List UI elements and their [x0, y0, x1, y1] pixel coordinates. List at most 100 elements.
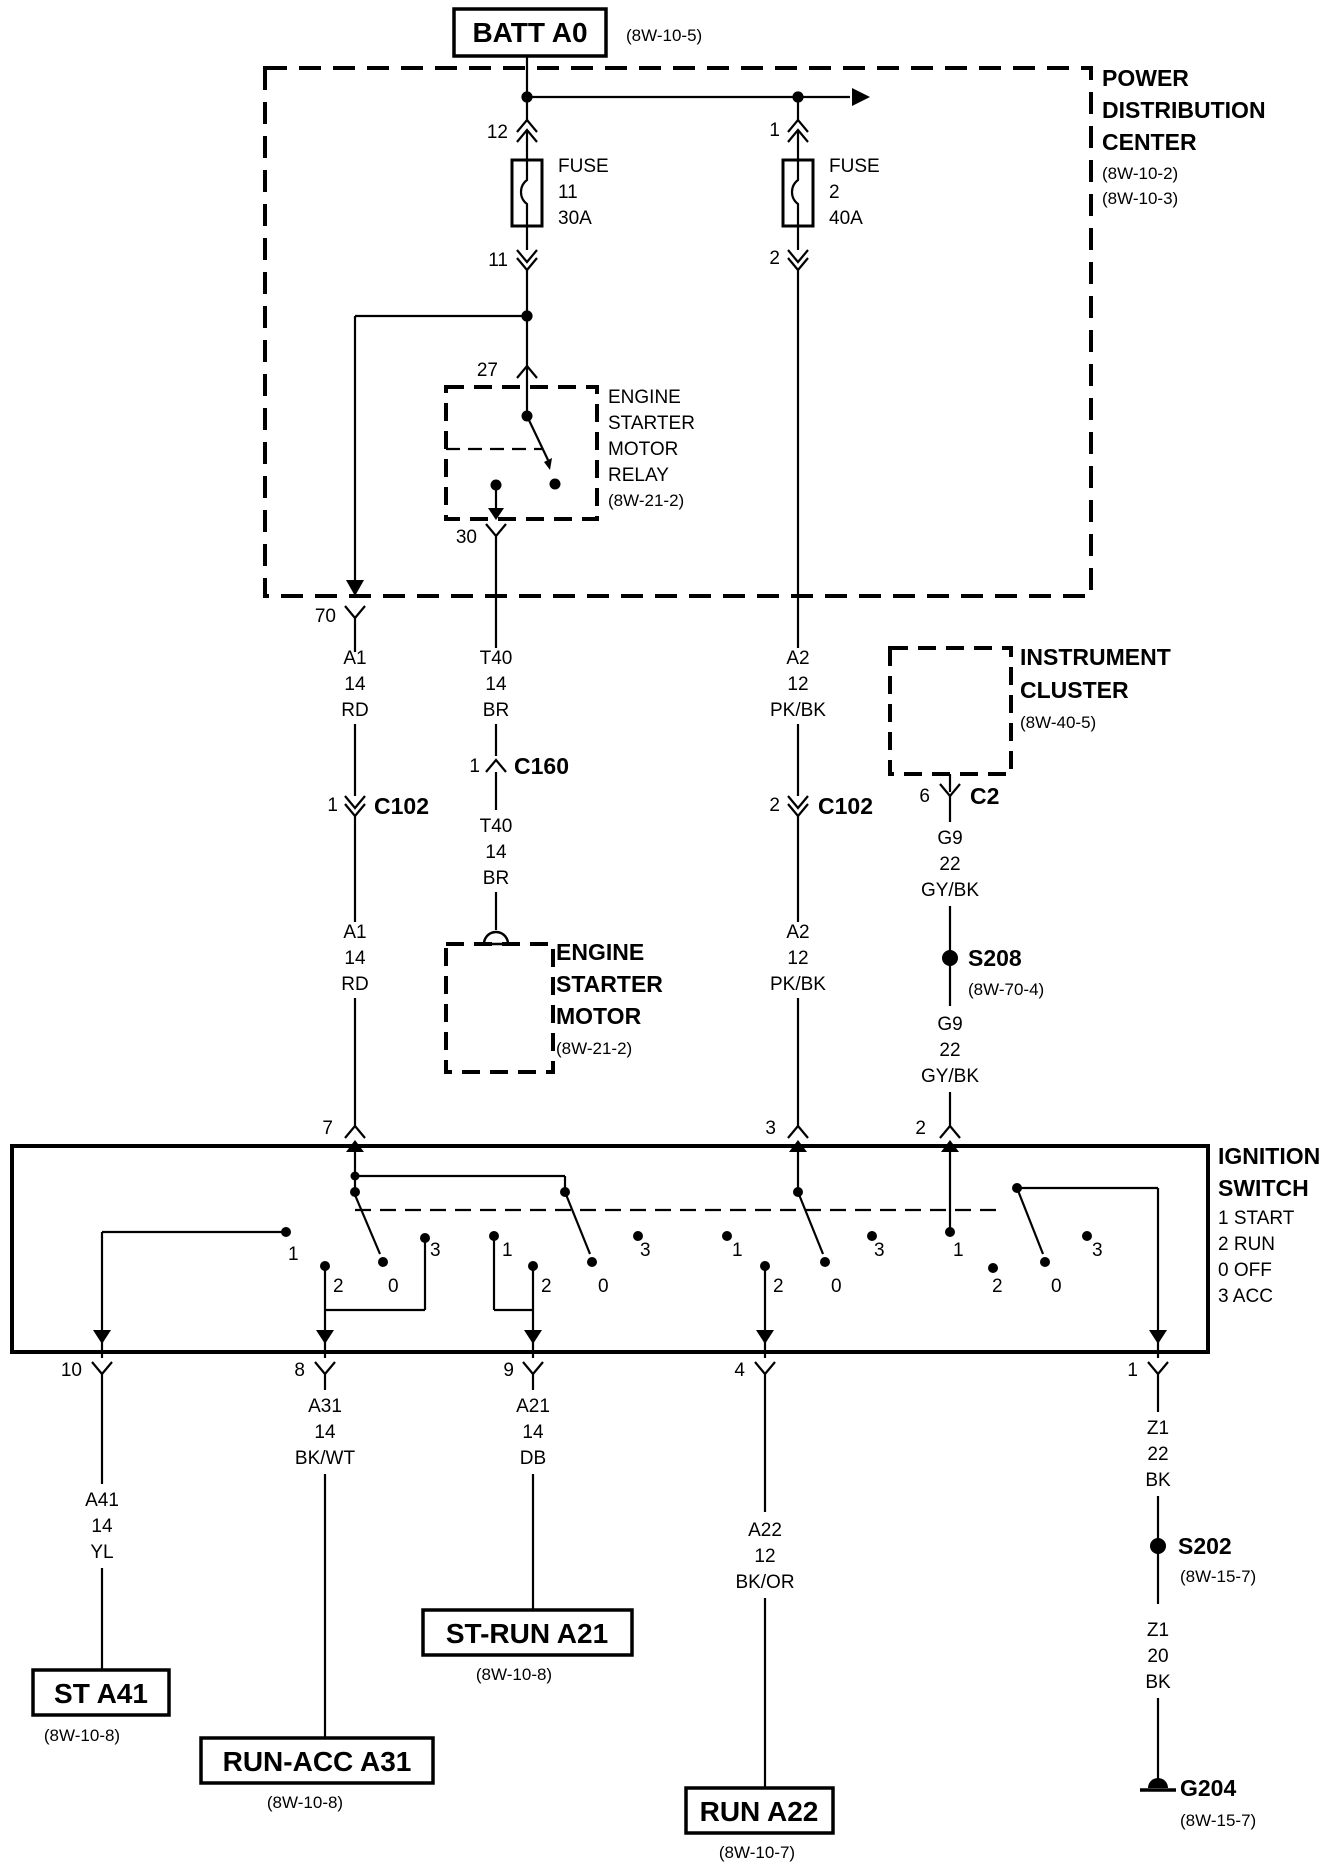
ignition-bottom-pins: 10 8 9 4 1: [61, 1360, 1169, 1381]
t40-lower-color: BR: [483, 868, 509, 889]
pdc-name-line1: POWER: [1102, 65, 1189, 91]
connector-chevron-icon: [787, 1124, 809, 1139]
g9-upper-circuit: G9: [937, 828, 962, 849]
connector-chevron-icon: [485, 758, 507, 773]
g2-contact-3: 3: [640, 1240, 651, 1261]
engine-starter-motor: ENGINE STARTER MOTOR (8W-21-2): [444, 930, 663, 1074]
g3-contact-2: 2: [773, 1276, 784, 1297]
ign-bottom-pin-8: 8: [294, 1360, 305, 1381]
g3-contact-0: 0: [831, 1276, 842, 1297]
t40-upper-circuit: T40: [480, 648, 513, 669]
connector-chevron-icon: [516, 364, 538, 379]
cluster-ref: (8W-40-5): [1020, 713, 1096, 732]
wire-z1: Z1 22 BK S202 (8W-15-7) Z1 20 BK: [1145, 1374, 1256, 1786]
connector-chevron-icon: [787, 249, 809, 272]
relay-ref: (8W-21-2): [608, 491, 684, 510]
run-a22-label: RUN A22: [700, 1796, 819, 1827]
a22-gauge: 12: [754, 1546, 775, 1567]
z1-upper-circuit: Z1: [1147, 1418, 1169, 1439]
g4-contact-2: 2: [992, 1276, 1003, 1297]
a31-circuit: A31: [308, 1396, 342, 1417]
motor-terminal-icon: [482, 930, 510, 945]
g2-contact-1: 1: [502, 1240, 513, 1261]
fuse-11-pin-in: 12: [487, 122, 508, 143]
a1-feed: [353, 310, 533, 590]
ignition-switch: IGNITION SWITCH 1 START 2 RUN 0 OFF 3 AC…: [10, 1143, 1320, 1354]
wire-a31: A31 14 BK/WT: [295, 1374, 355, 1738]
ign-bottom-pin-10: 10: [61, 1360, 82, 1381]
relay-name-line1: ENGINE: [608, 387, 681, 408]
ignition-arrows: [93, 1140, 1167, 1344]
z1-upper-gauge: 22: [1147, 1444, 1168, 1465]
st-run-a21-label: ST-RUN A21: [446, 1618, 608, 1649]
a2-upper-color: PK/BK: [770, 700, 826, 721]
a21-circuit: A21: [516, 1396, 550, 1417]
ground-icon: [1148, 1778, 1168, 1788]
ign-name-line1: IGNITION: [1218, 1143, 1320, 1169]
fuse-2-pin-in: 1: [769, 120, 780, 141]
relay-pin-out: 30: [456, 527, 477, 548]
g4-contact-0: 0: [1051, 1276, 1062, 1297]
ign-position-acc: 3 ACC: [1218, 1286, 1273, 1307]
t40-upper-color: BR: [483, 700, 509, 721]
a1-lower-gauge: 14: [344, 948, 366, 969]
c102-label-a1: C102: [374, 793, 429, 819]
s208-ref: (8W-70-4): [968, 980, 1044, 999]
connector-chevron-icon: [314, 1361, 336, 1376]
connector-chevron-icon: [1147, 1361, 1169, 1376]
t40-lower-gauge: 14: [485, 842, 507, 863]
g9-lower-gauge: 22: [939, 1040, 960, 1061]
relay-pin-in: 27: [477, 360, 498, 381]
ign-top-pin-2: 2: [915, 1118, 926, 1139]
g2-contact-0: 0: [598, 1276, 609, 1297]
ground-g204: G204 (8W-15-7): [1140, 1775, 1256, 1830]
wire-g9: G9 22 GY/BK S208 (8W-70-4) G9 22 GY/BK 2: [915, 796, 1044, 1139]
wire-a21: A21 14 DB: [516, 1374, 550, 1610]
ign-bottom-pin-4: 4: [734, 1360, 745, 1381]
engine-starter-motor-relay: 27 30 ENGINE STARTER MOTOR RELAY (8W-21-…: [444, 360, 695, 548]
pdc-ref-1: (8W-10-2): [1102, 164, 1178, 183]
fuse-2-rating: 40A: [829, 208, 863, 229]
connector-chevron-icon: [91, 1361, 113, 1376]
bus-arrow-icon: [852, 88, 870, 106]
batt-a0-terminal: BATT A0 (8W-10-5): [452, 7, 702, 58]
power-distribution-center: POWER DISTRIBUTION CENTER (8W-10-2) (8W-…: [263, 65, 1266, 598]
run-acc-a31-ref: (8W-10-8): [267, 1793, 343, 1812]
relay-name-line3: MOTOR: [608, 439, 678, 460]
z1-lower-color: BK: [1145, 1672, 1171, 1693]
g9-upper-color: GY/BK: [921, 880, 979, 901]
a2-lower-color: PK/BK: [770, 974, 826, 995]
c160-label: C160: [514, 753, 569, 779]
g9-lower-circuit: G9: [937, 1014, 962, 1035]
g3-contact-1: 1: [732, 1240, 743, 1261]
a1-upper-circuit: A1: [343, 648, 366, 669]
ign-bottom-pin-9: 9: [503, 1360, 514, 1381]
s202-ref: (8W-15-7): [1180, 1567, 1256, 1586]
a41-gauge: 14: [91, 1516, 113, 1537]
cluster-name-line1: INSTRUMENT: [1020, 644, 1171, 670]
batt-a0-ref: (8W-10-5): [626, 26, 702, 45]
g1-contact-1: 1: [288, 1244, 299, 1265]
starter-name-line1: ENGINE: [556, 939, 644, 965]
splice-dot-icon: [942, 950, 958, 966]
batt-a0-label: BATT A0: [472, 17, 587, 48]
a31-gauge: 14: [314, 1422, 336, 1443]
fuse-11-number: 11: [558, 182, 578, 203]
ign-position-start: 1 START: [1218, 1208, 1295, 1229]
ignition-switch-internals: [100, 1146, 1160, 1358]
wire-t40: T40 14 BR 1 C160 T40 14 BR: [469, 536, 569, 930]
st-a41-label: ST A41: [54, 1678, 148, 1709]
c102-pin-a1: 1: [327, 795, 338, 816]
a2-upper-gauge: 12: [787, 674, 808, 695]
ignition-contact-labels: 1 2 0 3 1 2 0 3 1 2 0 3 1 2 0 3: [288, 1240, 1103, 1297]
ign-top-pin-7: 7: [322, 1118, 333, 1139]
c102-pin-a2: 2: [769, 795, 780, 816]
st-run-a21-ref: (8W-10-8): [476, 1665, 552, 1684]
a41-color: YL: [90, 1542, 113, 1563]
pdc-pin-70: 70: [315, 606, 336, 627]
run-acc-a31-terminal: RUN-ACC A31 (8W-10-8): [199, 1736, 435, 1812]
wire-a1: A1 14 RD 1 C102 A1 14 RD 7: [322, 618, 429, 1139]
connector-chevron-icon: [485, 523, 507, 538]
